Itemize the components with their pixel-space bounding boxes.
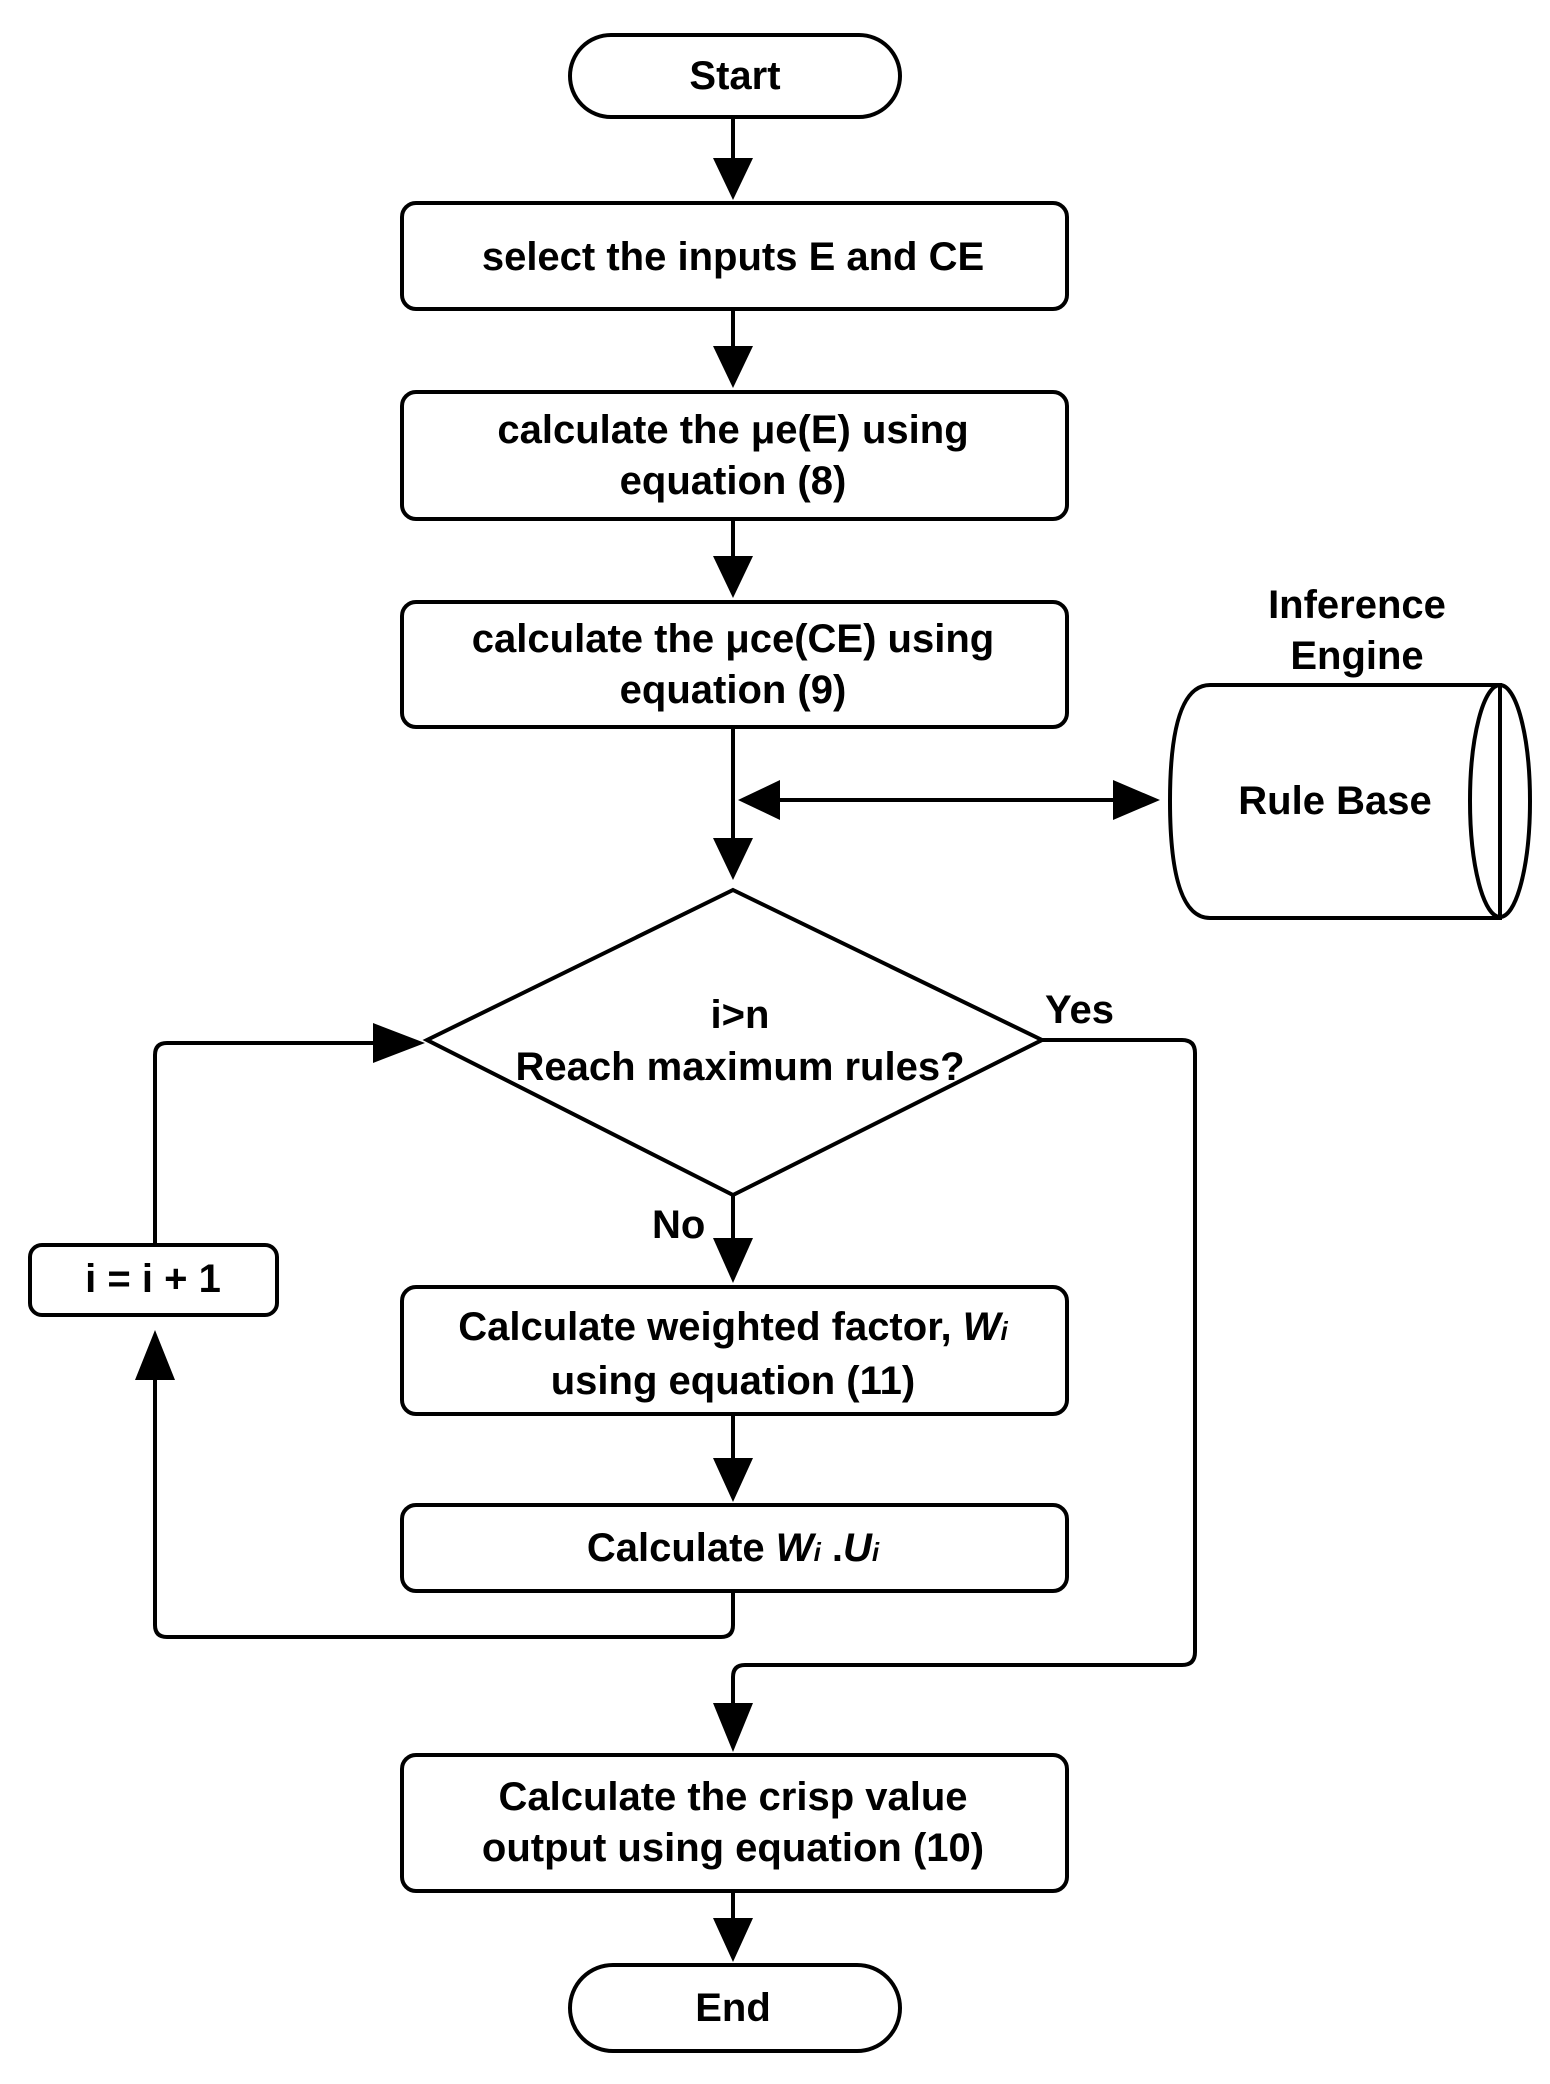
mu-ce-step: calculate the μce(CE) using equation (9) — [400, 600, 1069, 729]
increment-step: i = i + 1 — [28, 1243, 279, 1317]
decision-line-1: i>n — [711, 993, 770, 1037]
mu-ce-line-2: equation (9) — [620, 668, 847, 712]
arrowhead — [713, 556, 753, 598]
decision-max-rules: i>n Reach maximum rules? — [422, 887, 1047, 1198]
i-subscript: i — [814, 1537, 822, 1567]
inference-engine-label-1: Inference — [1268, 583, 1446, 627]
weighted-factor-step: Calculate weighted factor, Wi using equa… — [400, 1285, 1069, 1416]
rule-base-store: Rule Base — [1167, 683, 1532, 920]
arrowhead — [713, 1458, 753, 1502]
arrowhead — [135, 1330, 175, 1380]
arrowheads — [135, 158, 1160, 1962]
crisp-value-step: Calculate the crisp value output using e… — [400, 1753, 1069, 1893]
increment-label: i = i + 1 — [85, 1257, 221, 1301]
select-inputs-step: select the inputs E and CE — [400, 201, 1069, 311]
arrowhead — [713, 158, 753, 200]
mu-ce-line-1: calculate the μce(CE) using — [472, 617, 994, 661]
weighted-factor-line-1: Calculate weighted factor, Wi — [458, 1305, 1008, 1349]
no-label: No — [652, 1203, 705, 1247]
arrowhead — [738, 780, 780, 820]
loop-return-line — [153, 1041, 380, 1243]
loop-back-line — [153, 1380, 735, 1639]
crisp-line-1: Calculate the crisp value — [498, 1775, 967, 1819]
product-step: Calculate Wi .Ui — [400, 1503, 1069, 1593]
w-symbol: W — [963, 1305, 1004, 1349]
w-symbol: W — [776, 1526, 817, 1570]
arrowhead — [713, 346, 753, 388]
i-subscript: i — [872, 1537, 880, 1567]
arrowhead — [713, 1238, 753, 1283]
mu-e-line-2: equation (8) — [620, 459, 847, 503]
mu-e-step: calculate the μe(E) using equation (8) — [400, 390, 1069, 521]
mu-e-line-1: calculate the μe(E) using — [497, 408, 968, 452]
arrowhead — [713, 838, 753, 880]
connectors — [153, 115, 1197, 1920]
end-terminal: End — [568, 1963, 902, 2053]
arrowhead — [1113, 780, 1160, 820]
arrowhead — [713, 1918, 753, 1962]
i-subscript: i — [1001, 1316, 1009, 1346]
yes-label: Yes — [1045, 988, 1114, 1032]
u-symbol: U — [843, 1526, 873, 1570]
product-label: Calculate Wi .Ui — [587, 1526, 880, 1570]
inference-engine-label-2: Engine — [1290, 634, 1423, 678]
rule-base-label: Rule Base — [1238, 779, 1431, 823]
arrowhead — [373, 1023, 425, 1063]
yes-branch-line — [731, 1038, 1197, 1705]
end-label: End — [695, 1986, 771, 2030]
crisp-line-2: output using equation (10) — [482, 1826, 984, 1870]
start-label: Start — [689, 54, 780, 98]
decision-line-2: Reach maximum rules? — [515, 1045, 964, 1089]
weighted-factor-line-2: using equation (11) — [551, 1359, 915, 1403]
select-inputs-label: select the inputs E and CE — [482, 235, 984, 279]
arrowhead — [713, 1703, 753, 1752]
start-terminal: Start — [568, 33, 902, 119]
